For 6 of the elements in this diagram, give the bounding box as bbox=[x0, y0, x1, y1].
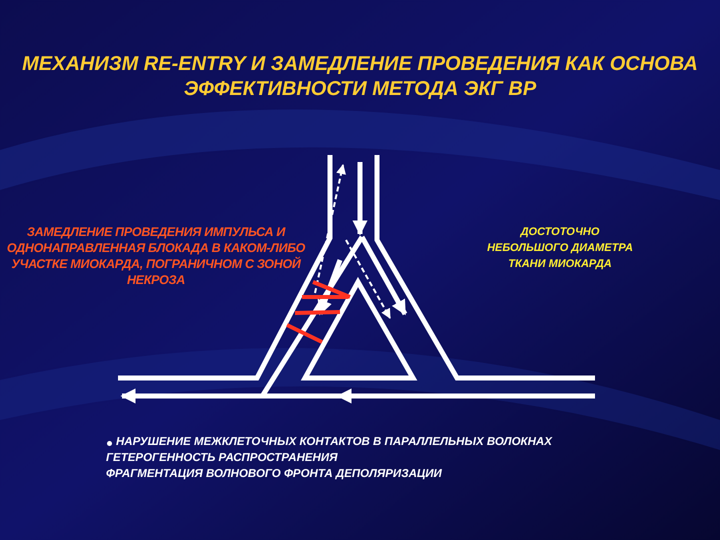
annotation-text: ДОСТОТОЧНО НЕБОЛЬШОГО ДИАМЕТРА ТКАНИ МИОКАРДА bbox=[486, 225, 634, 272]
bullet-text: ФРАГМЕНТАЦИЯ ВОЛНОВОГО ФРОНТА ДЕПОЛЯРИЗАЦИИ bbox=[106, 467, 442, 482]
annotation-text: ЗАМЕДЛЕНИЕ ПРОВЕДЕНИЯ ИМПУЛЬСА И ОДНОНАПРАВЛЕННАЯ БЛОКАДА В КАКОМ-ЛИБО УЧАСТКЕ МИОКАРДА, ПОГРАНИЧНОМ С ЗОНОЙ НЕКРОЗА bbox=[6, 224, 306, 288]
bullet-text: ГЕТЕРОГЕННОСТЬ РАСПРОСТРАНЕНИЯ bbox=[106, 451, 338, 466]
bullet-text: НАРУШЕНИЕ МЕЖКЛЕТОЧНЫХ КОНТАКТОВ В ПАРАЛЛЕЛЬНЫХ ВОЛОКНАХ bbox=[116, 435, 552, 450]
slide-title: МЕХАНИЗМ RE-ENTRY И ЗАМЕДЛЕНИЕ ПРОВЕДЕНИЯ КАК ОСНОВА ЭФФЕКТИВНОСТИ МЕТОДА ЭКГ ВР bbox=[21, 52, 699, 102]
